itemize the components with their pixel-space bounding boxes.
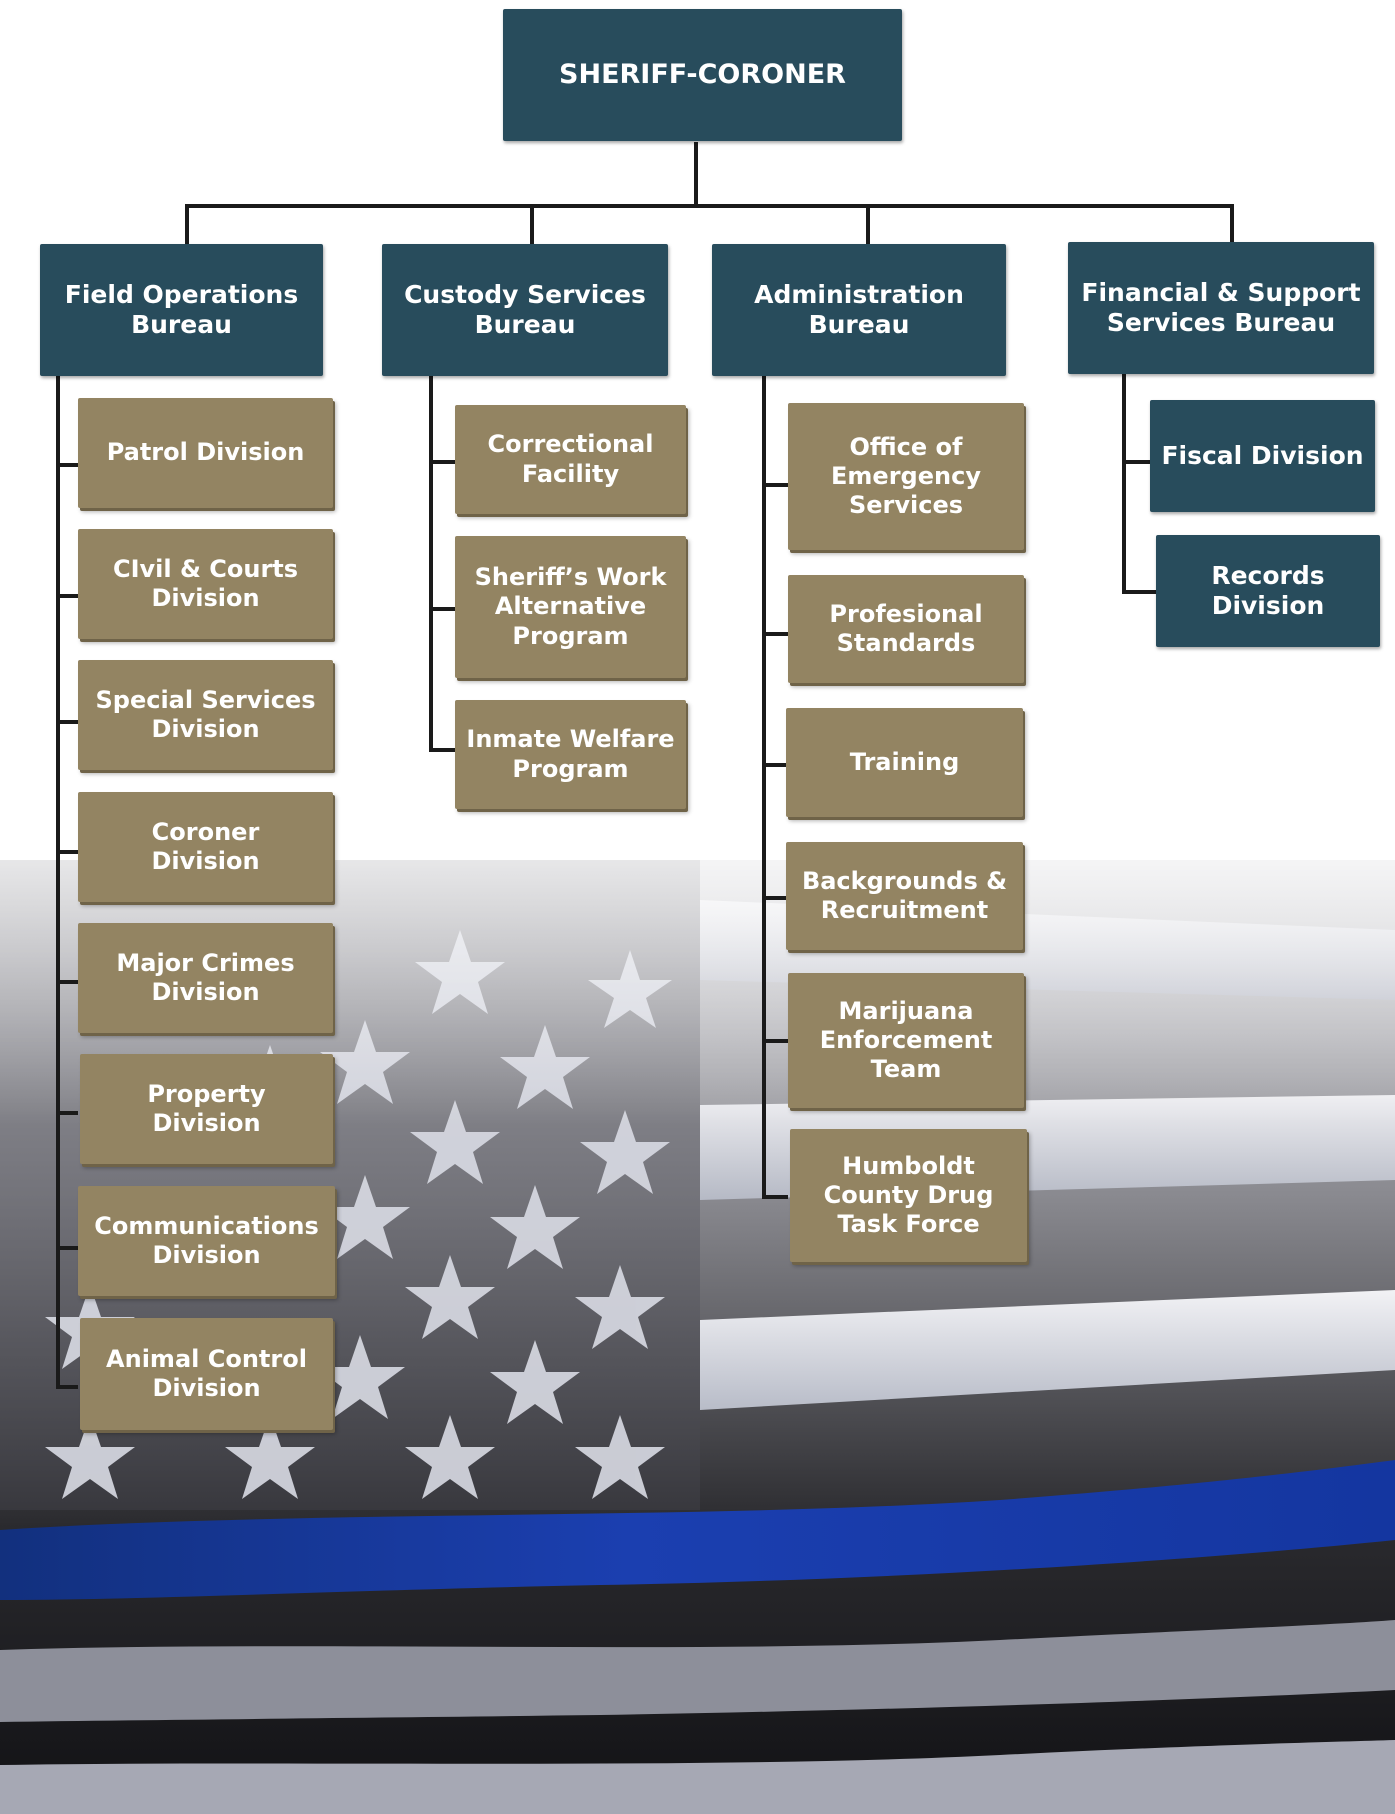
node-fiscal-division: Fiscal Division bbox=[1150, 400, 1375, 512]
node-major-crimes-division: Major Crimes Division bbox=[78, 923, 333, 1033]
node-marijuana-enforcement-team: Marijuana Enforcement Team bbox=[788, 973, 1024, 1108]
node-field-operations-bureau: Field Operations Bureau bbox=[40, 244, 323, 376]
connector-branch bbox=[56, 1246, 78, 1250]
node-profesional-standards: Profesional Standards bbox=[788, 575, 1024, 683]
connector-branch bbox=[429, 607, 455, 611]
node-office-of-emergency-services: Office of Emergency Services bbox=[788, 403, 1024, 550]
node-financial-support-services-bureau: Financial & Support Services Bureau bbox=[1068, 242, 1374, 374]
connector-branch bbox=[56, 720, 78, 724]
node-sheriff-coroner: SHERIFF-CORONER bbox=[503, 9, 902, 141]
connector-bureau-2 bbox=[530, 204, 534, 244]
node-custody-services-bureau: Custody Services Bureau bbox=[382, 244, 668, 376]
connector-branch bbox=[429, 460, 455, 464]
node-training: Training bbox=[786, 708, 1023, 817]
connector-branch bbox=[762, 1039, 788, 1043]
node-sheriffs-work-alternative-program: Sheriff’s Work Alternative Program bbox=[455, 536, 686, 678]
node-civil-courts-division: CIvil & Courts Division bbox=[78, 529, 333, 639]
connector-branch bbox=[56, 594, 78, 598]
connector-bureau-3 bbox=[866, 204, 870, 244]
node-records-division: Records Division bbox=[1156, 535, 1380, 647]
node-inmate-welfare-program: Inmate Welfare Program bbox=[455, 700, 686, 809]
connector-branch bbox=[56, 1111, 78, 1115]
connector-branch bbox=[762, 896, 788, 900]
connector-branch bbox=[762, 1195, 788, 1199]
connector-trunk-custody bbox=[429, 376, 433, 751]
connector-branch bbox=[56, 850, 78, 854]
connector-trunk-admin bbox=[762, 376, 766, 1198]
node-correctional-facility: Correctional Facility bbox=[455, 405, 686, 514]
connector-bureau-1 bbox=[185, 204, 189, 244]
connector-root-down bbox=[694, 142, 698, 206]
connector-branch bbox=[762, 483, 788, 487]
node-property-division: Property Division bbox=[80, 1054, 333, 1164]
connector-trunk-financial bbox=[1122, 374, 1126, 594]
node-special-services-division: Special Services Division bbox=[78, 660, 333, 770]
connector-horizontal-top bbox=[185, 204, 1234, 208]
node-patrol-division: Patrol Division bbox=[78, 398, 333, 508]
node-communications-division: Communications Division bbox=[78, 1186, 335, 1296]
connector-branch bbox=[56, 980, 78, 984]
connector-branch bbox=[1122, 590, 1156, 594]
connector-trunk-field-ops bbox=[56, 376, 60, 1389]
connector-branch bbox=[762, 632, 788, 636]
connector-branch bbox=[429, 748, 455, 752]
connector-branch bbox=[762, 763, 788, 767]
connector-bureau-4 bbox=[1230, 204, 1234, 244]
connector-branch bbox=[56, 1385, 78, 1389]
connector-branch bbox=[56, 463, 78, 467]
node-coroner-division: Coroner Division bbox=[78, 792, 333, 902]
connector-branch bbox=[1122, 460, 1150, 464]
node-backgrounds-recruitment: Backgrounds & Recruitment bbox=[786, 842, 1023, 950]
node-humboldt-county-drug-task-force: Humboldt County Drug Task Force bbox=[790, 1129, 1027, 1262]
node-animal-control-division: Animal Control Division bbox=[80, 1318, 333, 1430]
node-administration-bureau: Administration Bureau bbox=[712, 244, 1006, 376]
